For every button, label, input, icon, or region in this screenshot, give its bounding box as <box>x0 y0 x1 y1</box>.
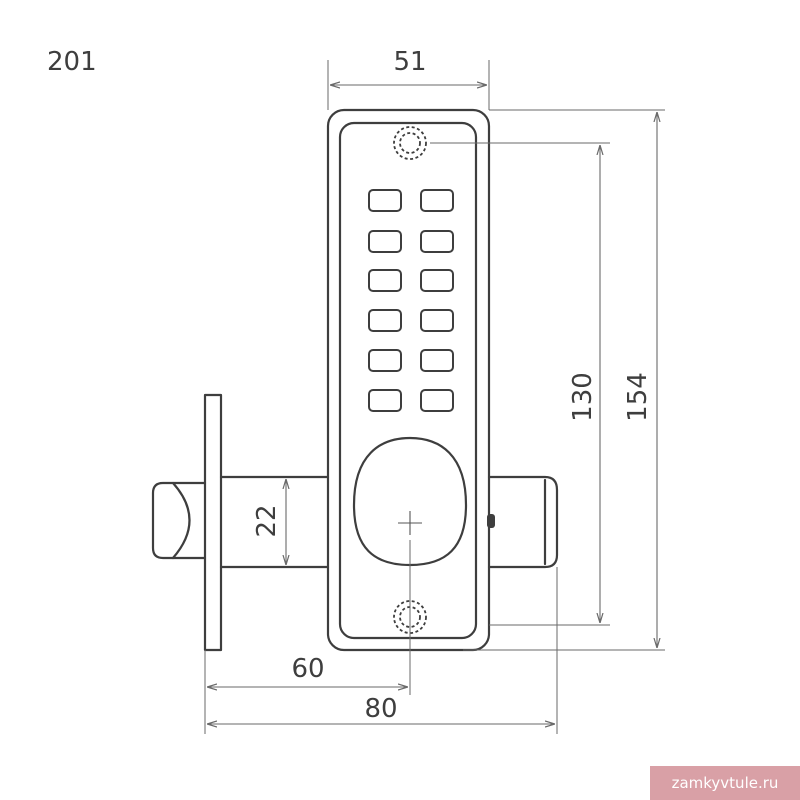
key <box>368 269 402 292</box>
key <box>420 269 454 292</box>
dim-label-total-length: 80 <box>364 694 397 724</box>
watermark: zamkyvtule.ru <box>650 766 800 800</box>
key <box>368 309 402 332</box>
dim-label-total-height: 154 <box>623 372 653 422</box>
latch-bolt <box>151 481 207 560</box>
model-label: 201 <box>47 47 97 77</box>
dim-label-bolt: 22 <box>252 504 282 537</box>
key <box>368 189 402 212</box>
key <box>420 189 454 212</box>
top-screw-icon <box>393 126 427 160</box>
key <box>420 389 454 412</box>
dim-label-width: 51 <box>393 47 426 77</box>
escutcheon-outer <box>326 108 491 652</box>
dim-label-keypad-height: 130 <box>568 372 598 422</box>
key <box>420 230 454 253</box>
mounting-plate <box>203 393 223 652</box>
key <box>368 349 402 372</box>
key <box>368 230 402 253</box>
escutcheon-inner <box>338 121 478 640</box>
knob-centre-mark <box>398 511 422 535</box>
latch-tube <box>219 475 330 569</box>
key <box>420 349 454 372</box>
key <box>420 309 454 332</box>
extension-lines <box>204 60 665 734</box>
knob <box>352 436 468 567</box>
keypad <box>368 189 454 412</box>
rear-housing <box>487 475 559 569</box>
dim-label-backset: 60 <box>291 654 324 684</box>
latch-bolt-bevel <box>171 481 191 560</box>
key <box>368 389 402 412</box>
